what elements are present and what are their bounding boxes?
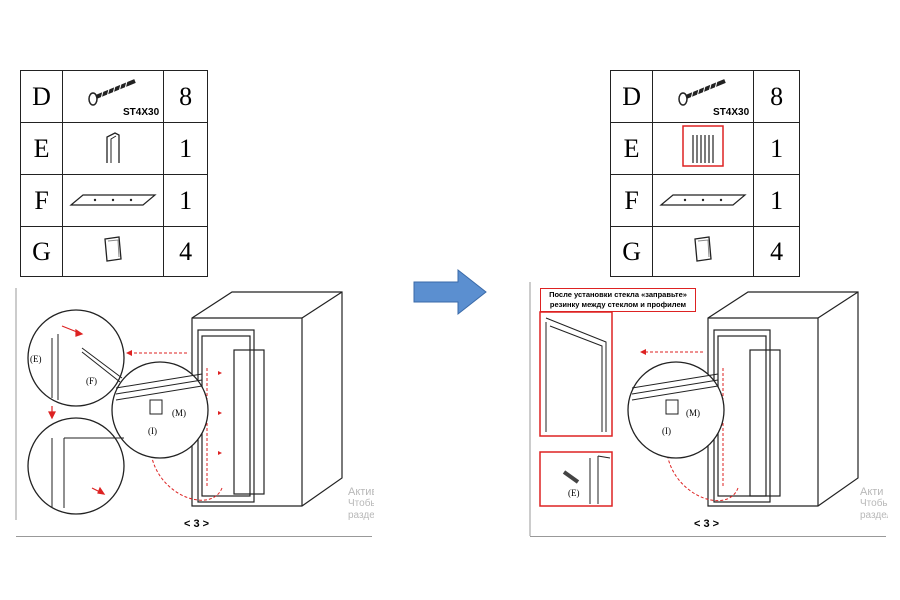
watermark-line: Акти	[860, 486, 884, 498]
cap-icon	[62, 226, 165, 277]
left-instruction-page: (E) (F) (I) (M) < 3 > Актив Чтобы раздел	[12, 288, 374, 538]
right-assembly-diagram: (I) (M) (E)	[529, 282, 886, 537]
part-qty: 1	[753, 174, 800, 227]
installation-note: После установки стекла «заправьте» резин…	[540, 288, 696, 312]
watermark-line: Чтобы а	[860, 498, 888, 509]
callout-f: (F)	[86, 376, 97, 386]
part-letter: G	[19, 226, 64, 277]
page-number: < 3 >	[694, 518, 720, 530]
part-letter: G	[609, 226, 654, 277]
activation-watermark: Актив Чтобы раздел	[348, 486, 374, 522]
part-qty: 4	[753, 226, 800, 277]
part-letter: D	[19, 70, 64, 123]
watermark-line: Актив	[348, 486, 374, 498]
plate-icon	[62, 174, 165, 227]
note-line: резинку между стеклом и профилем	[549, 300, 687, 309]
left-parts-table: D ST4X30 8 E 1 F 1 G 4	[19, 70, 208, 277]
callout-e: (E)	[30, 354, 42, 364]
part-qty: 1	[753, 122, 800, 175]
part-qty: 8	[753, 70, 800, 123]
part-letter: E	[609, 122, 654, 175]
part-qty: 4	[163, 226, 208, 277]
screw-size-label: ST4X30	[123, 107, 160, 118]
activation-watermark: Акти Чтобы а раздел	[860, 486, 888, 522]
callout-i: (I)	[148, 426, 157, 436]
watermark-line: раздел	[860, 510, 888, 521]
part-qty: 1	[163, 122, 208, 175]
watermark-line: Чтобы	[348, 498, 374, 509]
left-assembly-diagram: (E) (F) (I) (M)	[15, 288, 372, 537]
callout-m: (M)	[686, 408, 700, 418]
seal-profile-icon	[62, 122, 165, 175]
cap-icon	[652, 226, 755, 277]
callout-i: (I)	[662, 426, 671, 436]
plate-icon	[652, 174, 755, 227]
part-letter: D	[609, 70, 654, 123]
transition-arrow-icon	[413, 268, 487, 316]
page-number: < 3 >	[184, 518, 210, 530]
part-letter: F	[19, 174, 64, 227]
screw-size-label: ST4X30	[713, 107, 750, 118]
part-letter: F	[609, 174, 654, 227]
seal-profile-icon	[652, 122, 755, 175]
part-qty: 1	[163, 174, 208, 227]
screw-icon: ST4X30	[652, 70, 755, 123]
callout-e: (E)	[568, 488, 580, 498]
callout-m: (M)	[172, 408, 186, 418]
glass-detail-box	[539, 311, 613, 437]
watermark-line: раздел	[348, 510, 374, 521]
part-qty: 8	[163, 70, 208, 123]
screw-icon: ST4X30	[62, 70, 165, 123]
note-line: После установки стекла «заправьте»	[549, 290, 687, 299]
part-letter: E	[19, 122, 64, 175]
right-parts-table: D ST4X30 8 E 1 F 1 G 4	[609, 70, 800, 277]
right-instruction-page: (I) (M) (E) После установки стекла «запр…	[528, 282, 888, 538]
